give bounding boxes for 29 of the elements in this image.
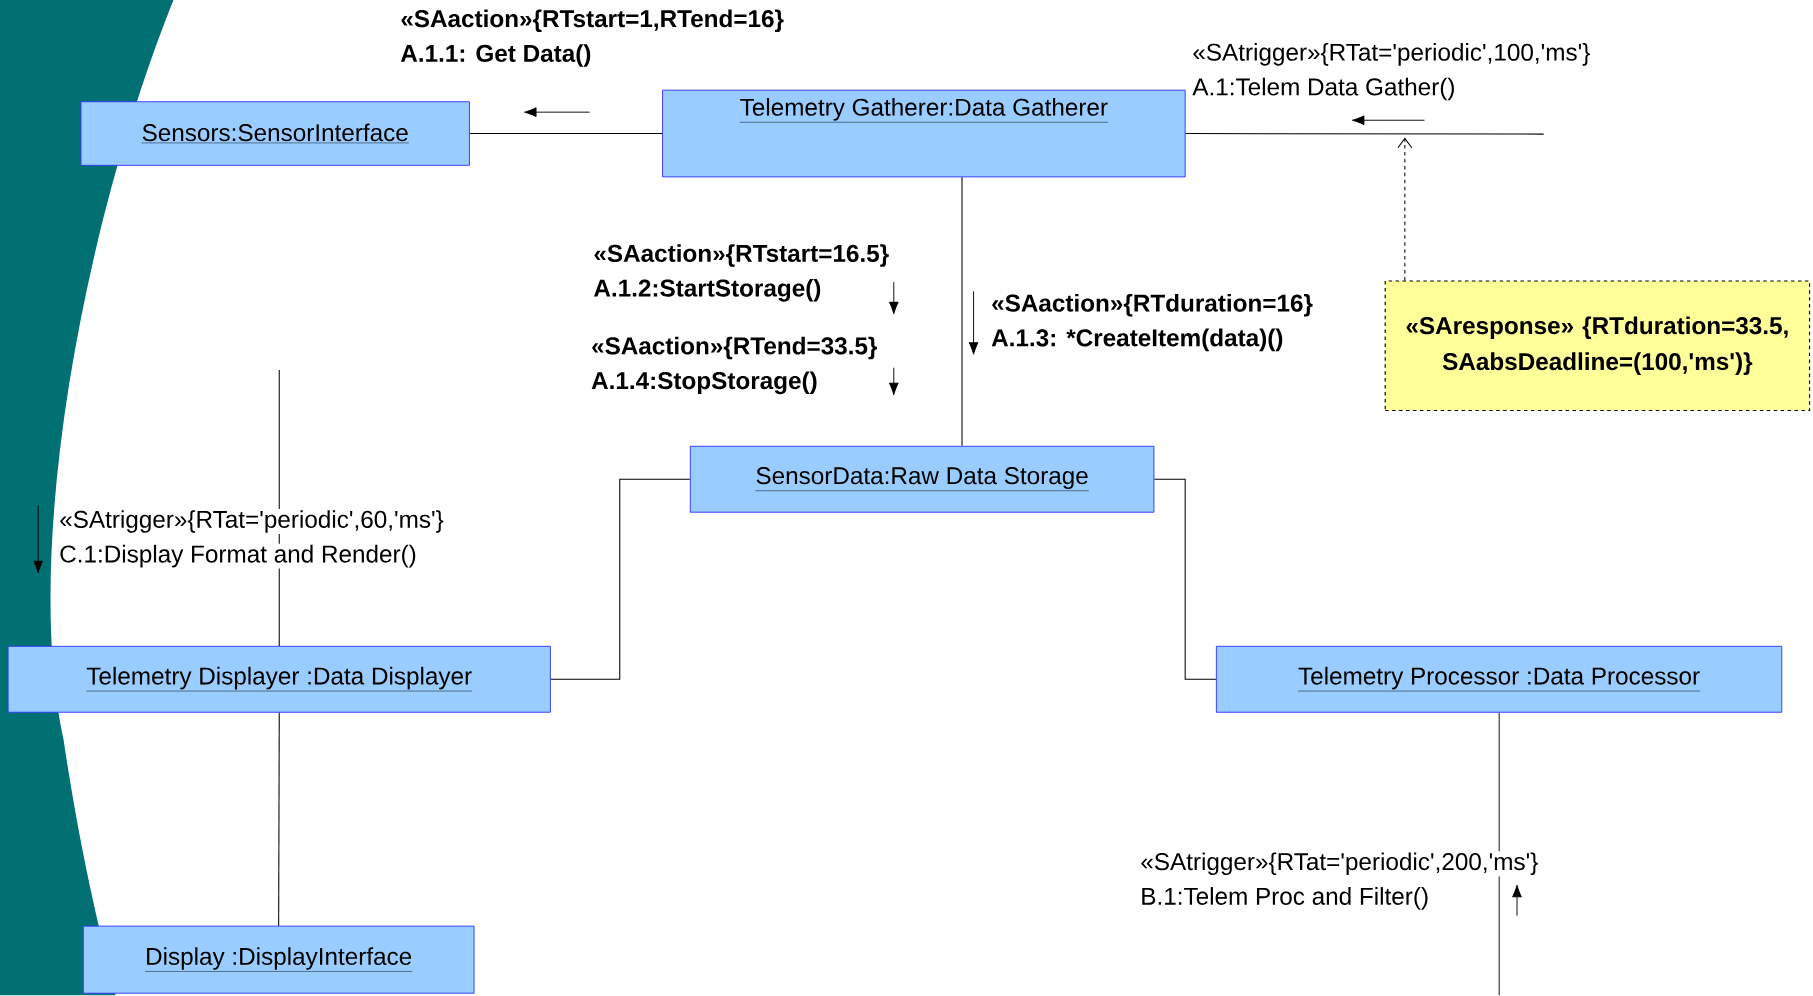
message-label: A.1.3: *CreateItem(data)() (990, 327, 1285, 353)
connector (469, 133, 663, 135)
message-label: B.1:Telem Proc and Filter() (1139, 886, 1431, 912)
connector (278, 712, 280, 927)
connector (550, 479, 691, 681)
connector (1498, 712, 1500, 996)
object-box: Display :DisplayInterface (82, 925, 475, 994)
connector (961, 177, 963, 447)
message-label: «SAaction»{RTend=33.5} (589, 335, 879, 361)
message-label: C.1:Display Format and Render() (58, 543, 418, 569)
message-label: «SAtrigger»{RTat='periodic',100,'ms'} (1191, 42, 1592, 68)
note-box: «SAresponse» {RTduration=33.5, SAabsDeadline=(100,'ms')} (1384, 280, 1811, 412)
message-label: «SAtrigger»{RTat='periodic',200,'ms'} (1139, 851, 1540, 877)
object-box: Telemetry Displayer :Data Displayer (7, 646, 551, 713)
message-label: A.1:Telem Data Gather() (1191, 76, 1457, 102)
message-label: A.1.4:StopStorage() (589, 370, 819, 396)
message-label: «SAaction»{RTstart=16.5} (592, 243, 891, 269)
connector (1185, 133, 1545, 135)
object-box: Telemetry Processor :Data Processor (1215, 646, 1783, 713)
connector (1397, 137, 1413, 282)
object-box: SensorData:Raw Data Storage (689, 446, 1155, 513)
message-label: «SAaction»{RTstart=1,RTend=16} (399, 8, 786, 34)
object-box: Sensors:SensorInterface (80, 101, 470, 167)
connector (1153, 479, 1217, 681)
message-label: «SAaction»{RTduration=16} (990, 293, 1315, 318)
message-label: A.1.1: Get Data() (399, 43, 593, 69)
message-label: A.1.2:StartStorage() (592, 277, 823, 303)
object-box: Telemetry Gatherer:Data Gatherer (662, 89, 1186, 178)
message-label: «SAtrigger»{RTat='periodic',60,'ms'} (58, 509, 445, 535)
